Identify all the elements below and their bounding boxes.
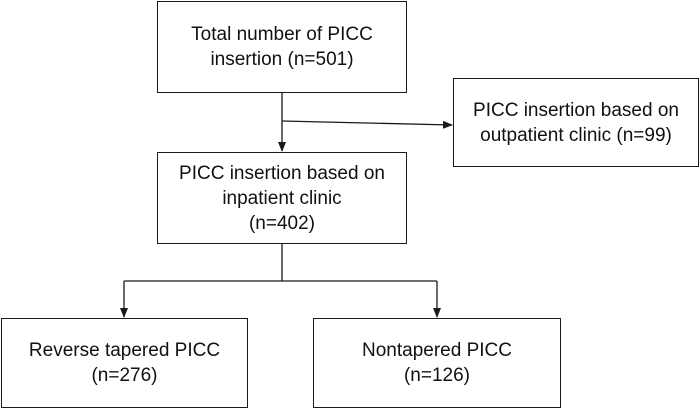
- inpatient-clinic-box: PICC insertion based on inpatient clinic…: [157, 152, 407, 244]
- inpatient-clinic-line2: inpatient clinic: [222, 187, 342, 209]
- reverse-tapered-line1: Reverse tapered PICC: [28, 340, 221, 361]
- nontapered-line1: Nontapered PICC: [362, 340, 512, 361]
- outpatient-clinic-line1: PICC insertion based on: [473, 99, 679, 121]
- outpatient-clinic-line2: outpatient clinic (n=99): [480, 124, 672, 146]
- inpatient-clinic-line1: PICC insertion based on: [179, 162, 385, 184]
- total-insertion-line2: insertion (n=501): [210, 49, 354, 70]
- reverse-tapered-picc-box: Reverse tapered PICC (n=276): [1, 318, 248, 408]
- total-insertion-line1: Total number of PICC: [191, 24, 373, 45]
- reverse-tapered-line2: (n=276): [91, 365, 158, 386]
- arrow-to-outpatient: [281, 120, 453, 129]
- inpatient-clinic-line3: (n=402): [248, 212, 316, 234]
- total-insertion-box: Total number of PICC insertion (n=501): [157, 1, 407, 93]
- outpatient-clinic-box: PICC insertion based on outpatient clini…: [453, 78, 699, 167]
- nontapered-line2: (n=126): [403, 365, 471, 386]
- nontapered-picc-box: Nontapered PICC (n=126): [313, 318, 561, 408]
